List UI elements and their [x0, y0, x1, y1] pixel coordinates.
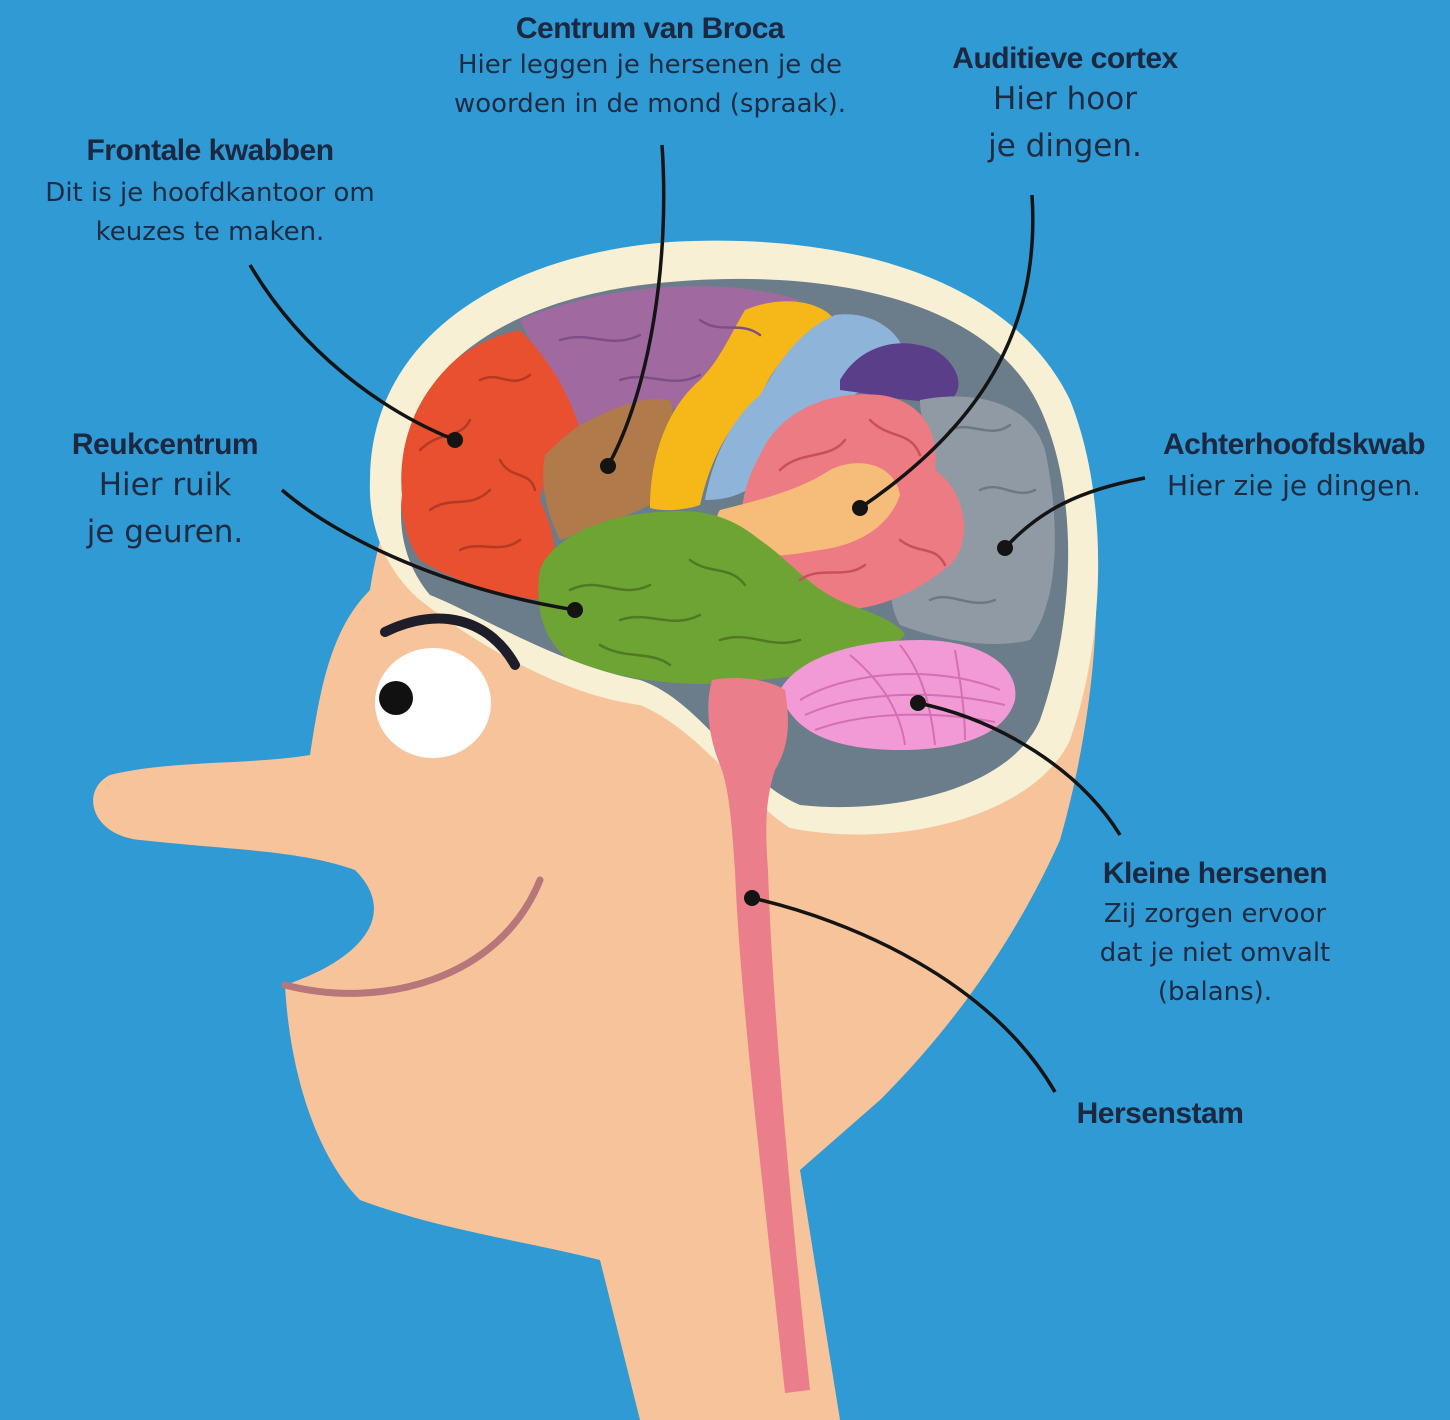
label-broca-line-2: woorden in de mond (spraak). [430, 85, 870, 124]
label-auditory: Auditieve cortex Hier hoor je dingen. [930, 42, 1200, 170]
label-auditory-title: Auditieve cortex [930, 42, 1200, 76]
label-brainstem-title: Hersenstam [1045, 1097, 1275, 1131]
label-auditory-line-1: Hier hoor [930, 76, 1200, 123]
label-cerebellum-line-2: dat je niet omvalt [1075, 934, 1355, 973]
label-broca: Centrum van Broca Hier leggen je hersene… [430, 12, 870, 124]
label-brainstem: Hersenstam [1045, 1097, 1275, 1131]
label-frontal-line-2: keuzes te maken. [15, 213, 405, 252]
label-frontal: Frontale kwabben Dit is je hoofdkantoor … [15, 134, 405, 252]
label-auditory-line-2: je dingen. [930, 123, 1200, 170]
label-broca-line-1: Hier leggen je hersenen je de [430, 46, 870, 85]
label-occipital-line-1: Hier zie je dingen. [1140, 462, 1448, 509]
label-smell-title: Reukcentrum [45, 428, 285, 462]
label-cerebellum-line-1: Zij zorgen ervoor [1075, 895, 1355, 934]
label-occipital: Achterhoofdskwab Hier zie je dingen. [1140, 428, 1448, 509]
label-frontal-title: Frontale kwabben [15, 134, 405, 168]
label-frontal-line-1: Dit is je hoofdkantoor om [15, 174, 405, 213]
label-cerebellum-title: Kleine hersenen [1075, 857, 1355, 891]
eye-pupil [379, 681, 413, 715]
label-occipital-title: Achterhoofdskwab [1140, 428, 1448, 462]
label-broca-title: Centrum van Broca [430, 12, 870, 46]
label-smell-line-1: Hier ruik [45, 462, 285, 509]
label-cerebellum: Kleine hersenen Zij zorgen ervoor dat je… [1075, 857, 1355, 1012]
label-cerebellum-line-3: (balans). [1075, 973, 1355, 1012]
label-smell-line-2: je geuren. [45, 509, 285, 556]
label-smell: Reukcentrum Hier ruik je geuren. [45, 428, 285, 556]
